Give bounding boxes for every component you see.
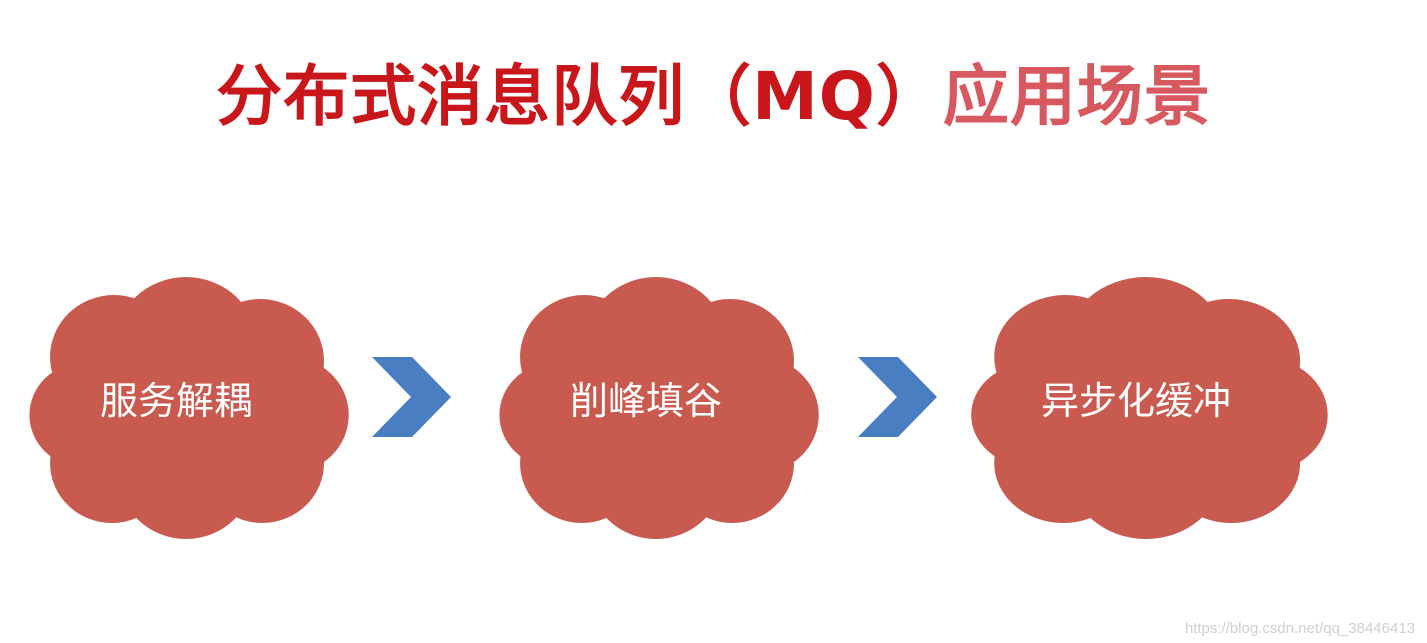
chevron-right-icon: [858, 357, 937, 437]
step-label-peak-shaving: 削峰填谷: [569, 379, 722, 423]
title-sub: 应用场景: [942, 58, 1211, 135]
watermark: https://blog.csdn.net/qq_38446413: [1184, 620, 1415, 637]
title-main: 分布式消息队列（MQ）: [216, 58, 943, 135]
step-label-decoupling: 服务解耦: [99, 379, 252, 423]
page-title: 分布式消息队列（MQ）应用场景: [0, 52, 1427, 142]
step-label-async-buffer: 异步化缓冲: [1040, 379, 1231, 423]
chevron-right-icon: [372, 357, 451, 437]
